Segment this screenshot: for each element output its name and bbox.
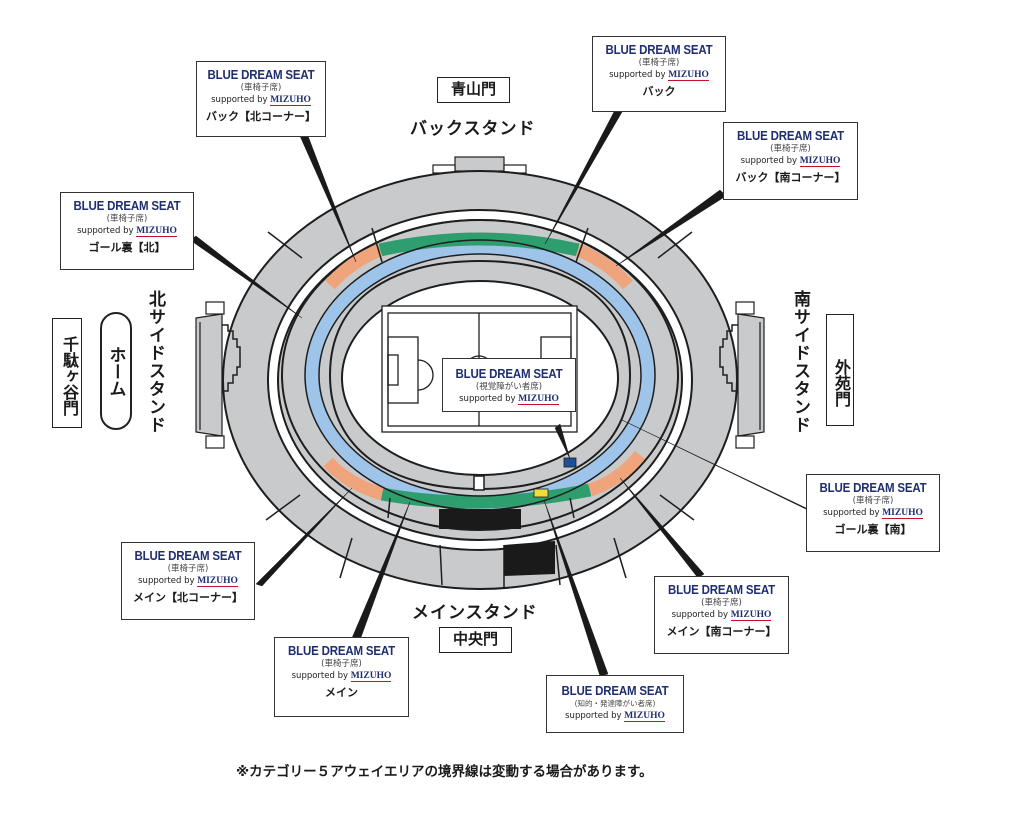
seat-title: BLUE DREAM SEAT (73, 199, 181, 213)
north-gate-label: 千駄ヶ谷門 (52, 318, 82, 428)
sponsor-line: supported by MIZUHO (609, 70, 709, 81)
sponsor-line: supported by MIZUHO (138, 576, 238, 587)
seat-box-main-north-corner[interactable]: BLUE DREAM SEAT (車椅子席) supported by MIZU… (121, 542, 255, 620)
seat-title: BLUE DREAM SEAT (668, 583, 775, 597)
mizuho-logo: MIZUHO (668, 70, 709, 81)
south-stand-annex (719, 301, 765, 449)
seat-area: メイン (325, 686, 358, 699)
main-gate-label: 中央門 (439, 627, 512, 653)
seat-type: (車椅子席) (770, 144, 811, 154)
seat-box-back[interactable]: BLUE DREAM SEAT (車椅子席) supported by MIZU… (592, 36, 726, 112)
sponsor-line: supported by MIZUHO (77, 226, 177, 237)
seat-box-back-south-corner[interactable]: BLUE DREAM SEAT (車椅子席) supported by MIZU… (723, 122, 858, 200)
mizuho-logo: MIZUHO (270, 95, 311, 106)
seat-type: (車椅子席) (321, 659, 362, 669)
sponsor-line: supported by MIZUHO (740, 156, 841, 167)
seat-type: (車椅子席) (638, 58, 680, 68)
callout-pointers (189, 109, 813, 677)
mizuho-logo: MIZUHO (730, 610, 772, 621)
seat-type: (車椅子席) (106, 214, 148, 224)
seat-title: BLUE DREAM SEAT (605, 43, 713, 57)
intellectual-seat-marker[interactable] (533, 488, 549, 498)
seat-area: メイン【北コーナー】 (133, 591, 243, 604)
mizuho-logo: MIZUHO (882, 508, 923, 519)
mizuho-logo: MIZUHO (518, 394, 559, 405)
seat-area: ゴール裏【南】 (834, 523, 912, 536)
section-dividers (265, 227, 695, 588)
seat-box-visual-impaired[interactable]: BLUE DREAM SEAT (視覚障がい者席) supported by M… (442, 358, 576, 412)
seat-type: (知的・発達障がい者席) (574, 699, 656, 708)
seat-type: (車椅子席) (167, 564, 209, 574)
home-side-badge: ホーム (100, 312, 132, 430)
mizuho-logo: MIZUHO (624, 711, 665, 722)
seat-area: バック (642, 85, 676, 98)
seat-type: (車椅子席) (852, 496, 894, 506)
seat-title: BLUE DREAM SEAT (207, 68, 315, 82)
seat-box-main[interactable]: BLUE DREAM SEAT (車椅子席) supported by MIZU… (274, 637, 409, 717)
seat-title: BLUE DREAM SEAT (288, 644, 395, 658)
south-gate-label: 外苑門 (826, 314, 854, 426)
visual-impaired-seat-marker[interactable] (563, 457, 577, 468)
seat-area: バック【南コーナー】 (735, 171, 846, 184)
seat-title: BLUE DREAM SEAT (561, 684, 669, 698)
seat-title: BLUE DREAM SEAT (737, 129, 844, 143)
sponsor-line: supported by MIZUHO (565, 711, 665, 722)
seat-box-main-south-corner[interactable]: BLUE DREAM SEAT (車椅子席) supported by MIZU… (654, 576, 789, 654)
seat-title: BLUE DREAM SEAT (134, 549, 242, 563)
north-stand-annex (195, 301, 241, 449)
back-gate-label: 青山門 (437, 77, 510, 103)
main-stand-label: メインスタンド (412, 603, 538, 623)
sponsor-line: supported by MIZUHO (211, 95, 311, 106)
seat-type: (視覚障がい者席) (475, 382, 543, 392)
blocked-sections (439, 509, 555, 576)
sponsor-line: supported by MIZUHO (459, 394, 559, 405)
mizuho-logo: MIZUHO (136, 226, 177, 237)
seat-box-goal-north[interactable]: BLUE DREAM SEAT (車椅子席) supported by MIZU… (60, 192, 194, 270)
back-gate-structure (432, 156, 527, 174)
seat-box-back-north-corner[interactable]: BLUE DREAM SEAT (車椅子席) supported by MIZU… (196, 61, 326, 137)
sponsor-line: supported by MIZUHO (823, 508, 923, 519)
seat-box-intellectual[interactable]: BLUE DREAM SEAT (知的・発達障がい者席) supported b… (546, 675, 684, 733)
south-stand-label: 南サイドスタンド (790, 290, 810, 434)
seat-area: メイン【南コーナー】 (666, 625, 777, 638)
north-stand-label: 北サイドスタンド (145, 290, 165, 434)
seat-area: ゴール裏【北】 (88, 241, 166, 254)
mizuho-logo: MIZUHO (799, 156, 841, 167)
seat-title: BLUE DREAM SEAT (455, 367, 563, 381)
seat-box-goal-south[interactable]: BLUE DREAM SEAT (車椅子席) supported by MIZU… (806, 474, 940, 552)
sponsor-line: supported by MIZUHO (291, 671, 392, 682)
footnote: ※カテゴリー５アウェイエリアの境界線は変動する場合があります。 (236, 764, 653, 780)
seat-title: BLUE DREAM SEAT (819, 481, 927, 495)
sponsor-line: supported by MIZUHO (671, 610, 772, 621)
seat-area: バック【北コーナー】 (206, 110, 316, 123)
seat-type: (車椅子席) (701, 598, 742, 608)
back-stand-label: バックスタンド (410, 119, 536, 139)
mizuho-logo: MIZUHO (350, 671, 392, 682)
seat-type: (車椅子席) (240, 83, 282, 93)
mizuho-logo: MIZUHO (197, 576, 238, 587)
